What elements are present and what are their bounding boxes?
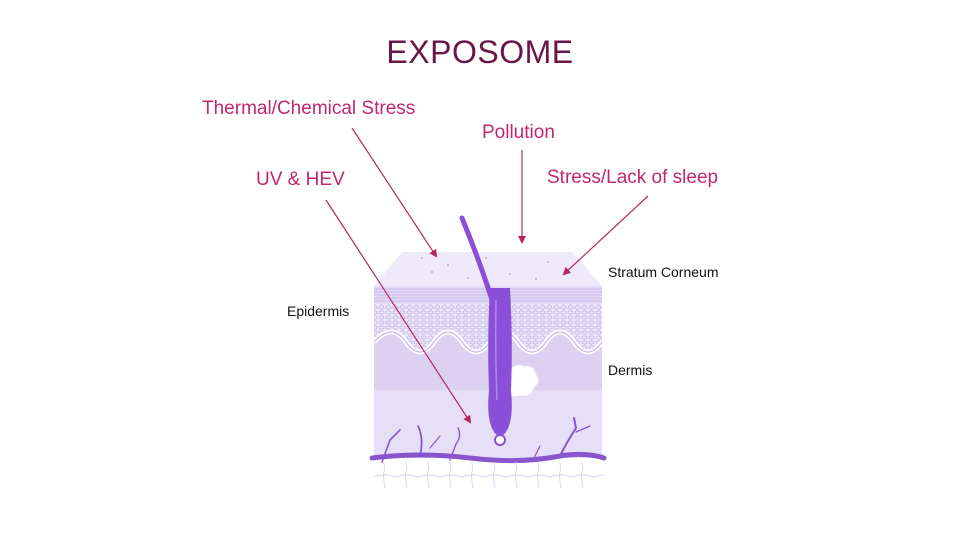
label-stress-lack-of-sleep: Stress/Lack of sleep bbox=[547, 167, 719, 188]
label-stratum-corneum: Stratum Corneum bbox=[608, 264, 719, 280]
label-dermis: Dermis bbox=[608, 362, 653, 378]
hair-follicle bbox=[488, 288, 512, 436]
hypodermis-layer bbox=[374, 462, 602, 488]
stressor-arrows bbox=[325, 127, 649, 424]
arrow-stress-lack-of-sleep bbox=[562, 195, 649, 276]
arrow-uv-hev bbox=[325, 199, 472, 424]
label-epidermis: Epidermis bbox=[287, 303, 350, 319]
arrow-thermal-chemical-stress bbox=[351, 127, 438, 258]
label-thermal-chemical-stress: Thermal/Chemical Stress bbox=[202, 98, 416, 119]
blood-vessels bbox=[369, 417, 607, 464]
hair-bulb bbox=[494, 434, 506, 446]
label-uv-hev: UV & HEV bbox=[256, 169, 345, 190]
skin-surface bbox=[374, 252, 602, 286]
label-pollution: Pollution bbox=[482, 122, 555, 143]
page-title: EXPOSOME bbox=[386, 34, 574, 70]
surface-particles bbox=[421, 257, 549, 280]
